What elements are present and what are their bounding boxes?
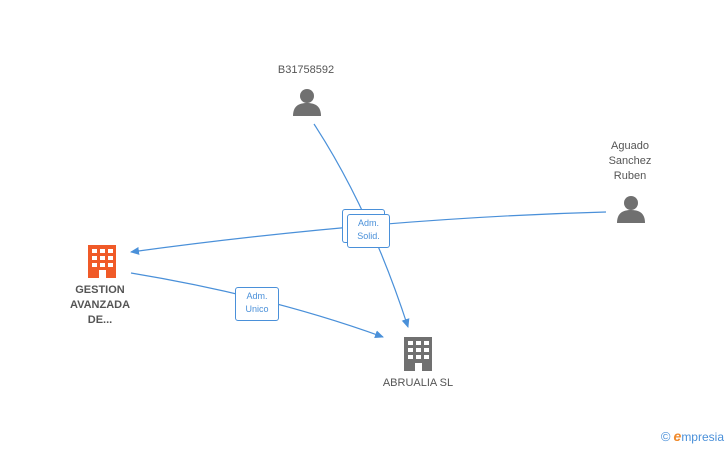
node-label-line: GESTION xyxy=(75,284,125,296)
edge-label-adm-unico[interactable]: Adm. Unico xyxy=(235,287,279,321)
node-label-line: DE... xyxy=(87,314,113,326)
empresia-logo: ©empresia xyxy=(661,428,724,444)
building-icon[interactable] xyxy=(404,337,432,371)
edge-label-line: Solid. xyxy=(357,231,380,241)
node-label-line: Ruben xyxy=(613,170,647,182)
copyright-icon: © xyxy=(660,429,671,444)
node-label-line: Aguado xyxy=(611,140,649,152)
node-label-line: Sanchez xyxy=(608,155,652,167)
node-label-aguado[interactable]: Aguado Sanchez Ruben xyxy=(590,139,670,184)
edge-label-line: Adm. xyxy=(357,218,379,228)
node-label-gestion[interactable]: GESTION AVANZADA DE... xyxy=(55,283,145,328)
person-icon[interactable] xyxy=(617,196,645,223)
node-label-line: AVANZADA xyxy=(69,299,131,311)
edge-label-line: Unico xyxy=(245,304,269,314)
node-label-abrualia[interactable]: ABRUALIA SL xyxy=(382,377,454,389)
edge-label-adm-solid[interactable]: Adm. Solid. xyxy=(347,214,390,248)
node-label-b31758592[interactable]: B31758592 xyxy=(277,64,335,76)
brand-e: e xyxy=(673,428,682,444)
brand-rest: mpresia xyxy=(681,430,724,444)
person-icon[interactable] xyxy=(293,89,321,116)
edge-label-line: Adm. xyxy=(246,291,268,301)
building-icon[interactable] xyxy=(88,245,116,278)
